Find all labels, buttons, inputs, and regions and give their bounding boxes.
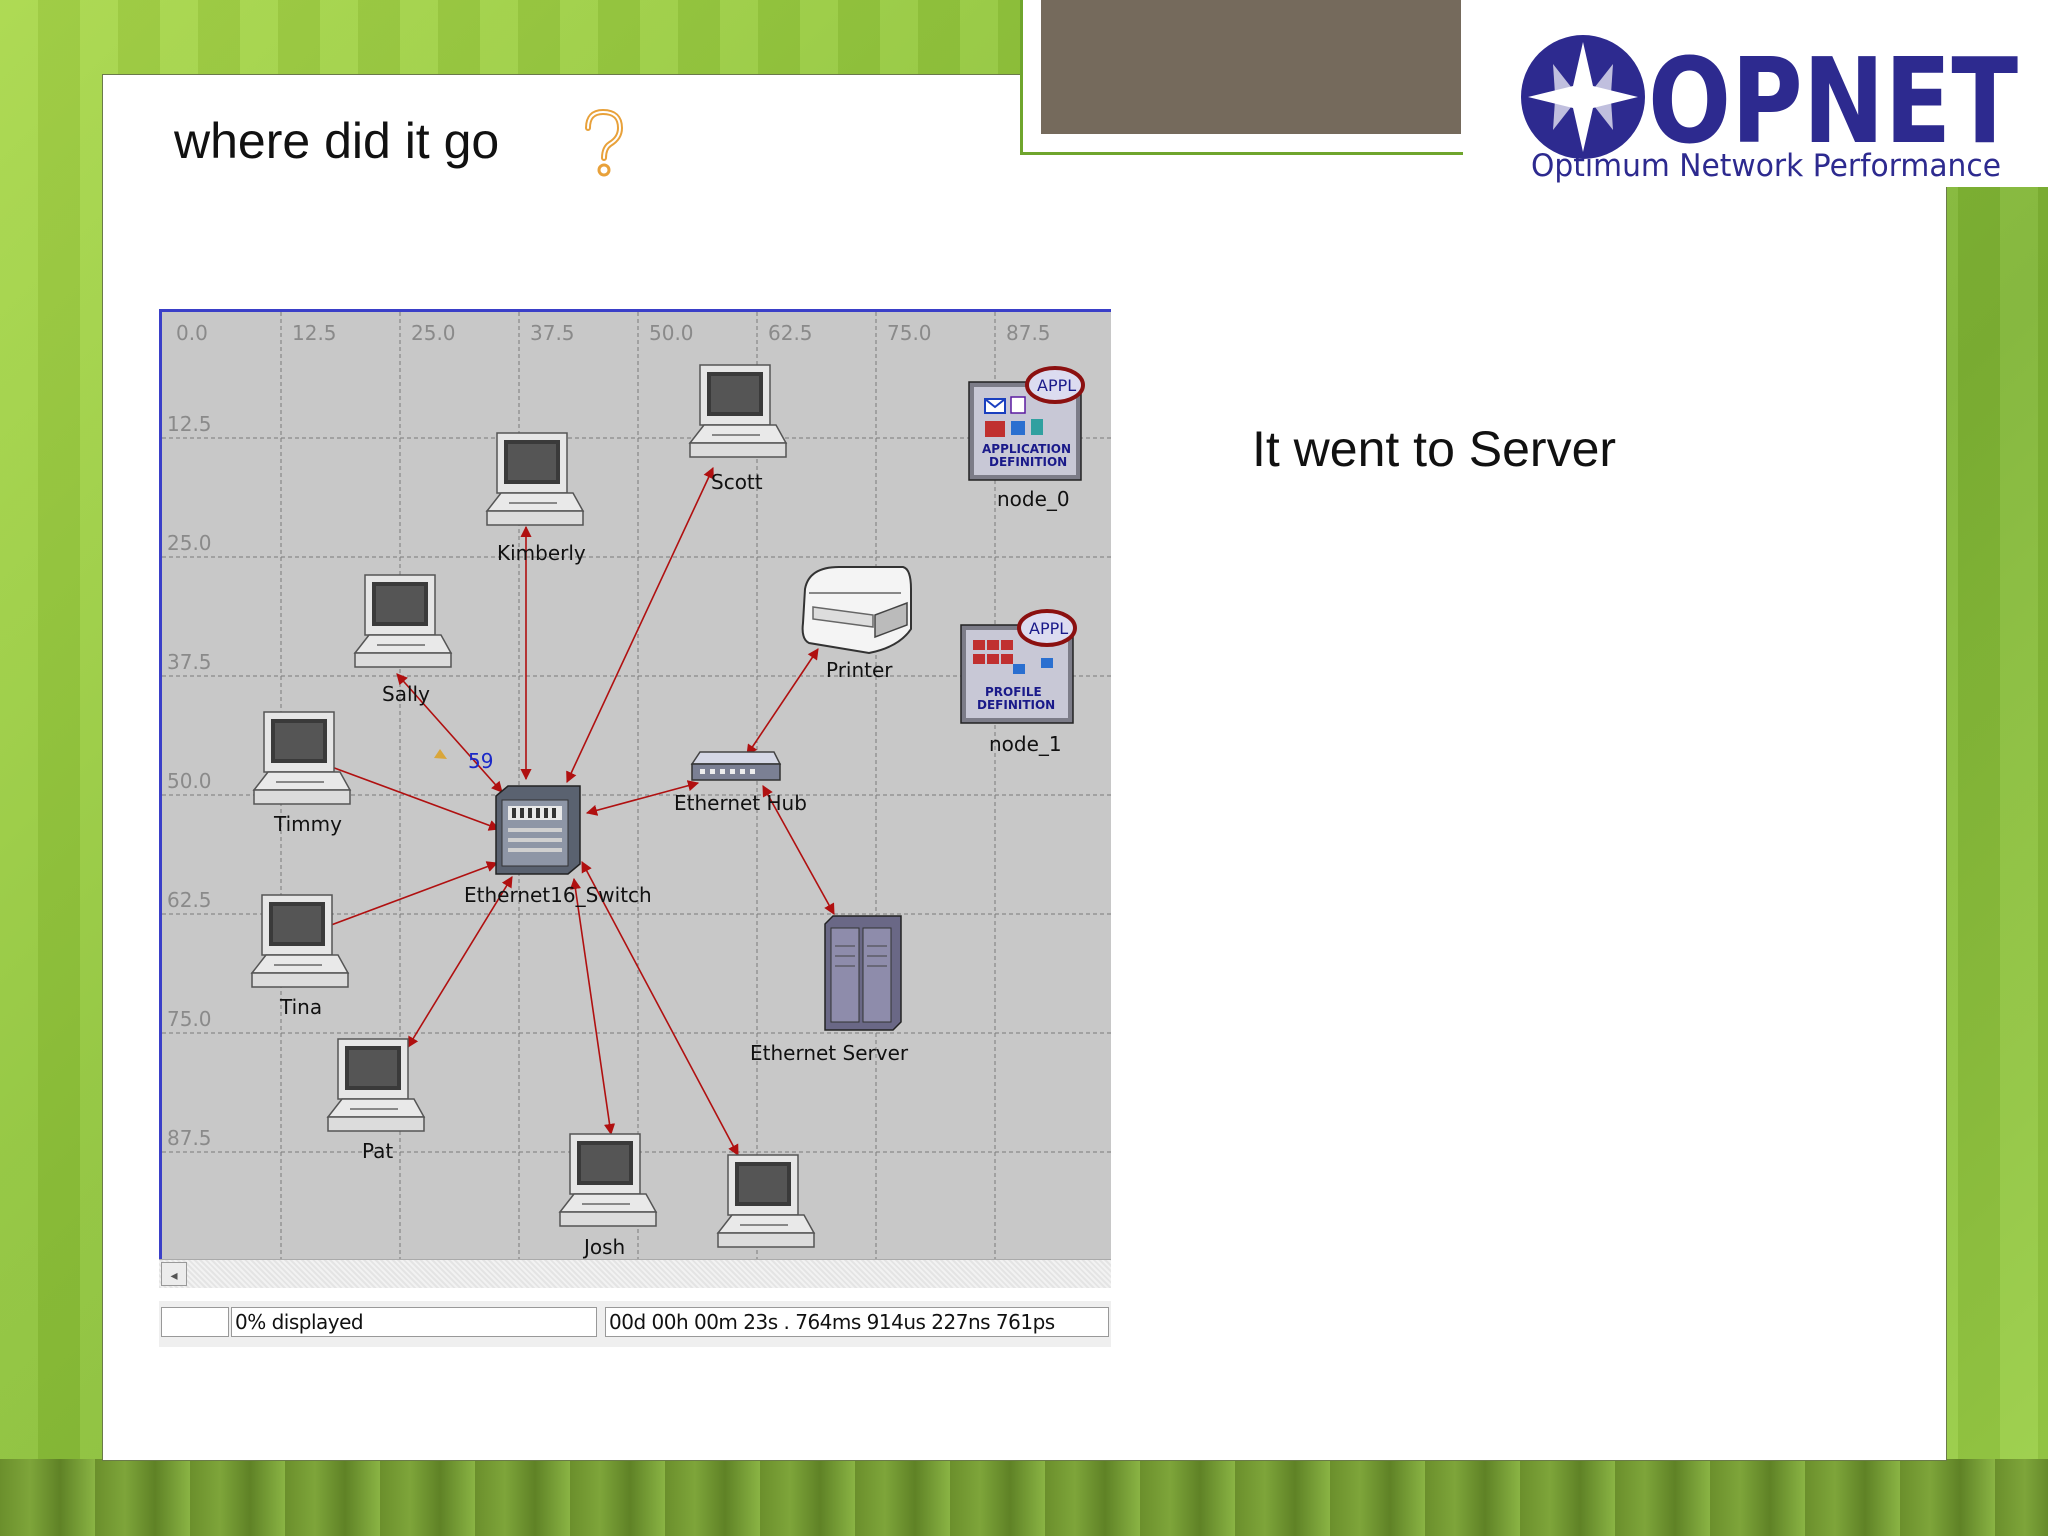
status-sim-time: 00d 00h 00m 23s . 764ms 914us 227ns 761p… [605,1307,1109,1337]
node-icon-text: DEFINITION [977,698,1055,712]
x-tick: 87.5 [1006,321,1051,345]
node-switch[interactable]: Ethernet16_Switch [464,785,652,907]
node-icon-text: PROFILE [985,685,1042,699]
packet-marker: 59 [434,749,493,773]
y-tick: 25.0 [167,531,212,555]
x-tick: 12.5 [292,321,337,345]
link-hub-printer [746,648,819,756]
node-label: Pat [362,1139,393,1163]
node-label: Timmy [273,812,342,836]
x-tick: 25.0 [411,321,456,345]
link-switch-pc [581,861,739,1156]
node-label: Scott [711,470,763,494]
node-0[interactable]: APPLICATION DEFINITION APPL node_0 [968,366,1085,511]
horizontal-scrollbar[interactable]: ◂ [159,1259,1111,1288]
y-tick: 75.0 [167,1007,212,1031]
node-label: Ethernet16_Switch [464,883,652,907]
profile-definition-icon: PROFILE DEFINITION APPL [960,609,1077,724]
node-printer[interactable]: Printer [801,566,912,682]
node-icon-text: APPLICATION [982,442,1071,456]
logo-tagline: Optimum Network Performance [1531,148,2001,184]
answer-text: It went to Server [1252,421,1617,477]
node-label: Tina [279,995,322,1019]
node-label: Josh [582,1235,625,1259]
node-icon-text: DEFINITION [989,455,1067,469]
node-josh[interactable]: Josh [559,1133,657,1259]
node-1[interactable]: PROFILE DEFINITION APPL node_1 [960,609,1077,756]
node-kimberly[interactable]: Kimberly [486,432,586,565]
node-scott[interactable]: Scott [689,364,787,494]
scroll-left-arrow-icon[interactable]: ◂ [161,1262,187,1286]
y-tick: 37.5 [167,650,212,674]
network-links [297,466,835,1156]
packet-count: 59 [468,749,493,773]
node-hub[interactable]: Ethernet Hub [674,751,807,815]
status-displayed: 0% displayed [231,1307,597,1337]
y-tick: 12.5 [167,412,212,436]
node-timmy[interactable]: Timmy [253,711,351,836]
x-tick: 62.5 [768,321,813,345]
link-switch-scott [566,466,714,784]
logo-star-icon [1521,35,1645,159]
appl-badge: APPL [1029,619,1068,638]
node-sally[interactable]: Sally [354,574,452,706]
node-label: Kimberly [497,541,586,565]
decorative-block [1041,0,1461,134]
logo-brand-text: OPNET [1648,32,2018,170]
node-label: node_1 [989,732,1062,756]
node-server[interactable]: Ethernet Server [750,915,909,1065]
status-bar: 0% displayed 00d 00h 00m 23s . 764ms 914… [159,1299,1111,1347]
appl-badge: APPL [1037,376,1076,395]
x-tick: 75.0 [887,321,932,345]
y-tick: 87.5 [167,1126,212,1150]
link-switch-hub [585,780,700,816]
node-tina[interactable]: Tina [251,894,349,1019]
question-mark-icon [585,108,624,177]
status-empty-cell [161,1307,229,1337]
x-tick: 50.0 [649,321,694,345]
link-switch-josh [569,877,616,1136]
hub-icon [690,751,782,781]
node-workstation[interactable] [717,1154,815,1248]
node-pat[interactable]: Pat [327,1038,425,1163]
link-switch-timmy [300,754,501,831]
node-label: Printer [826,658,893,682]
x-tick: 0.0 [176,321,208,345]
y-tick: 62.5 [167,888,212,912]
switch-icon [495,785,581,875]
server-icon [824,915,902,1031]
node-label: node_0 [997,487,1070,511]
opnet-logo: OPNET Optimum Network Performance [1463,0,2048,187]
slide-title: where did it go [174,113,500,169]
background-bottom-band [0,1459,2048,1536]
node-label: Ethernet Hub [674,791,807,815]
printer-icon [801,566,912,655]
node-label: Ethernet Server [750,1041,909,1065]
link-switch-pat [407,876,513,1048]
y-tick: 50.0 [167,769,212,793]
x-tick: 37.5 [530,321,575,345]
network-canvas[interactable]: 0.0 12.5 25.0 37.5 50.0 62.5 75.0 87.5 1… [159,309,1111,1259]
network-simulator-window: 0.0 12.5 25.0 37.5 50.0 62.5 75.0 87.5 1… [159,309,1111,1347]
link-hub-server [762,785,835,915]
node-label: Sally [382,682,430,706]
application-definition-icon: APPLICATION DEFINITION APPL [968,366,1085,481]
